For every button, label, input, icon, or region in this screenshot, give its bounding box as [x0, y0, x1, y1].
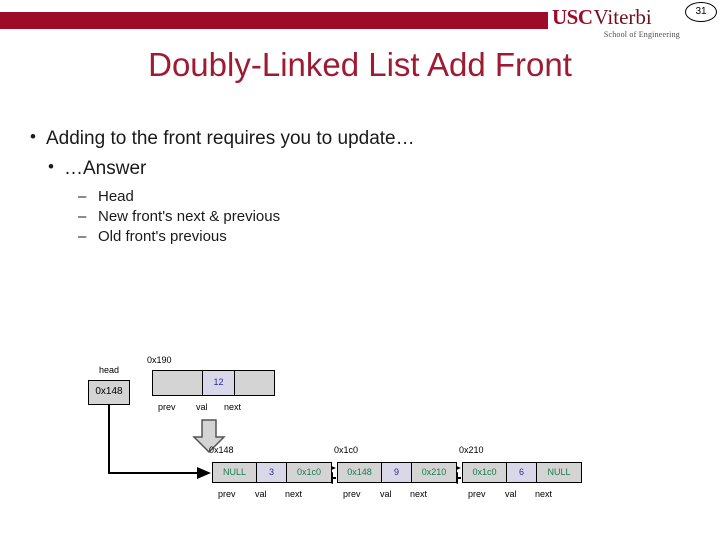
- list-node: NULL 3 0x1c0: [212, 462, 332, 483]
- header-red-bar: [0, 12, 548, 29]
- new-node-next-label: next: [224, 402, 242, 412]
- node-next-label: next: [535, 489, 553, 499]
- down-block-arrow-icon: [192, 419, 226, 453]
- logo-viterbi-text: Viterbi: [593, 5, 652, 29]
- new-node-val-label: val: [196, 402, 208, 412]
- list-node: 0x1c0 6 NULL: [462, 462, 582, 483]
- node-next-cell: 0x1c0: [287, 463, 331, 482]
- page-title: Doubly-Linked List Add Front: [148, 46, 572, 83]
- node-prev-cell: 0x148: [338, 463, 382, 482]
- new-node-prev-cell: [153, 371, 203, 395]
- bullet-level2-item: New front's next & previous: [78, 208, 670, 225]
- bullet-level1-item: Adding to the front requires you to upda…: [30, 127, 670, 150]
- node-prev-label: prev: [343, 489, 361, 499]
- node-address-label: 0x210: [459, 445, 484, 455]
- usc-viterbi-logo: USCViterbi School of Engineering: [552, 6, 692, 48]
- bullet-level1-item: …Answer: [30, 157, 670, 180]
- head-pointer-box: 0x148: [88, 380, 130, 405]
- head-label: head: [98, 365, 120, 375]
- node-val-label: val: [505, 489, 517, 499]
- node-next-label: next: [410, 489, 428, 499]
- node-val-label: val: [255, 489, 267, 499]
- node-prev-label: prev: [218, 489, 236, 499]
- node-address-label: 0x1c0: [334, 445, 359, 455]
- new-node-prev-label: prev: [158, 402, 176, 412]
- node-prev-cell: NULL: [213, 463, 257, 482]
- node-val-cell: 9: [382, 463, 412, 482]
- logo-subtitle: School of Engineering: [603, 30, 680, 39]
- node-val-cell: 6: [507, 463, 537, 482]
- bullet-list: Adding to the front requires you to upda…: [30, 127, 670, 248]
- new-node-address-label: 0x190: [147, 355, 172, 365]
- node-address-label: 0x148: [209, 445, 234, 455]
- node-next-label: next: [285, 489, 303, 499]
- node-prev-label: prev: [468, 489, 486, 499]
- page-number-badge: 31: [685, 2, 717, 22]
- bullet-level2-item: Old front's previous: [78, 228, 670, 245]
- node-next-cell: 0x210: [412, 463, 456, 482]
- logo-usc-text: USC: [552, 5, 593, 29]
- node-next-cell: NULL: [537, 463, 581, 482]
- list-node: 0x148 9 0x210: [337, 462, 457, 483]
- node-prev-cell: 0x1c0: [463, 463, 507, 482]
- node-val-cell: 3: [257, 463, 287, 482]
- new-node-next-cell: [235, 371, 274, 395]
- bullet-level2-item: Head: [78, 188, 670, 205]
- new-node-val-cell: 12: [203, 371, 235, 395]
- new-node: 12: [152, 370, 275, 396]
- node-val-label: val: [380, 489, 392, 499]
